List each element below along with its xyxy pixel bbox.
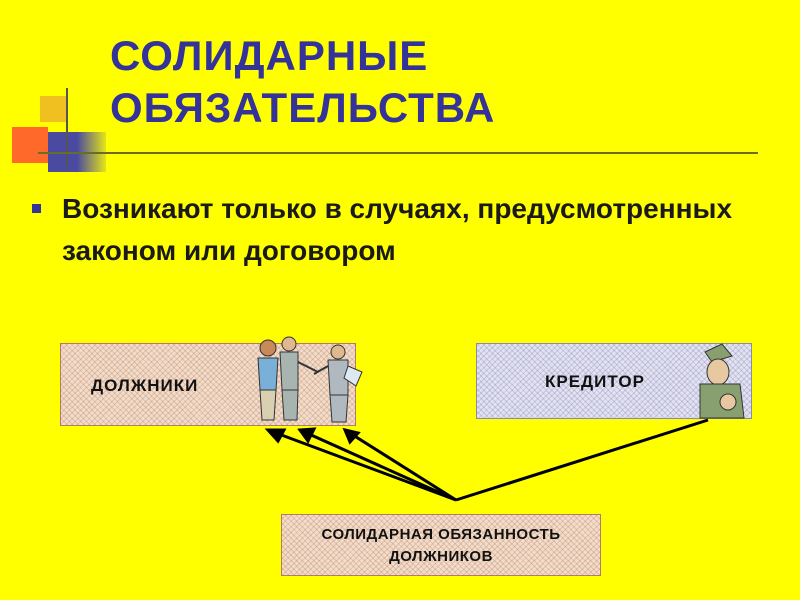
obligation-label: СОЛИДАРНАЯ ОБЯЗАННОСТЬ ДОЛЖНИКОВ [282,524,600,568]
person-icon [257,339,279,421]
obligation-box: СОЛИДАРНАЯ ОБЯЗАННОСТЬ ДОЛЖНИКОВ [281,514,601,576]
bullet-square-icon [32,204,41,213]
title-line-2: ОБЯЗАТЕЛЬСТВА [110,84,496,131]
debtors-box: ДОЛЖНИКИ [60,343,356,426]
obligation-label-line-2: ДОЛЖНИКОВ [389,548,493,565]
slide-title: СОЛИДАРНЫЕ ОБЯЗАТЕЛЬСТВА [110,30,495,134]
creditor-figure-icon [699,343,745,419]
bullet-text: Возникают только в случаях, предусмотрен… [62,193,733,266]
person-icon [279,336,319,421]
title-divider [38,152,758,154]
debtors-label: ДОЛЖНИКИ [91,376,199,395]
creditor-label: КРЕДИТОР [545,372,645,391]
obligation-label-line-1: СОЛИДАРНАЯ ОБЯЗАННОСТЬ [321,526,561,543]
bullet-list: Возникают только в случаях, предусмотрен… [30,188,742,272]
bullet-item: Возникают только в случаях, предусмотрен… [30,188,742,272]
person-icon [313,344,363,423]
title-line-1: СОЛИДАРНЫЕ [110,32,429,79]
arrows [264,418,709,502]
